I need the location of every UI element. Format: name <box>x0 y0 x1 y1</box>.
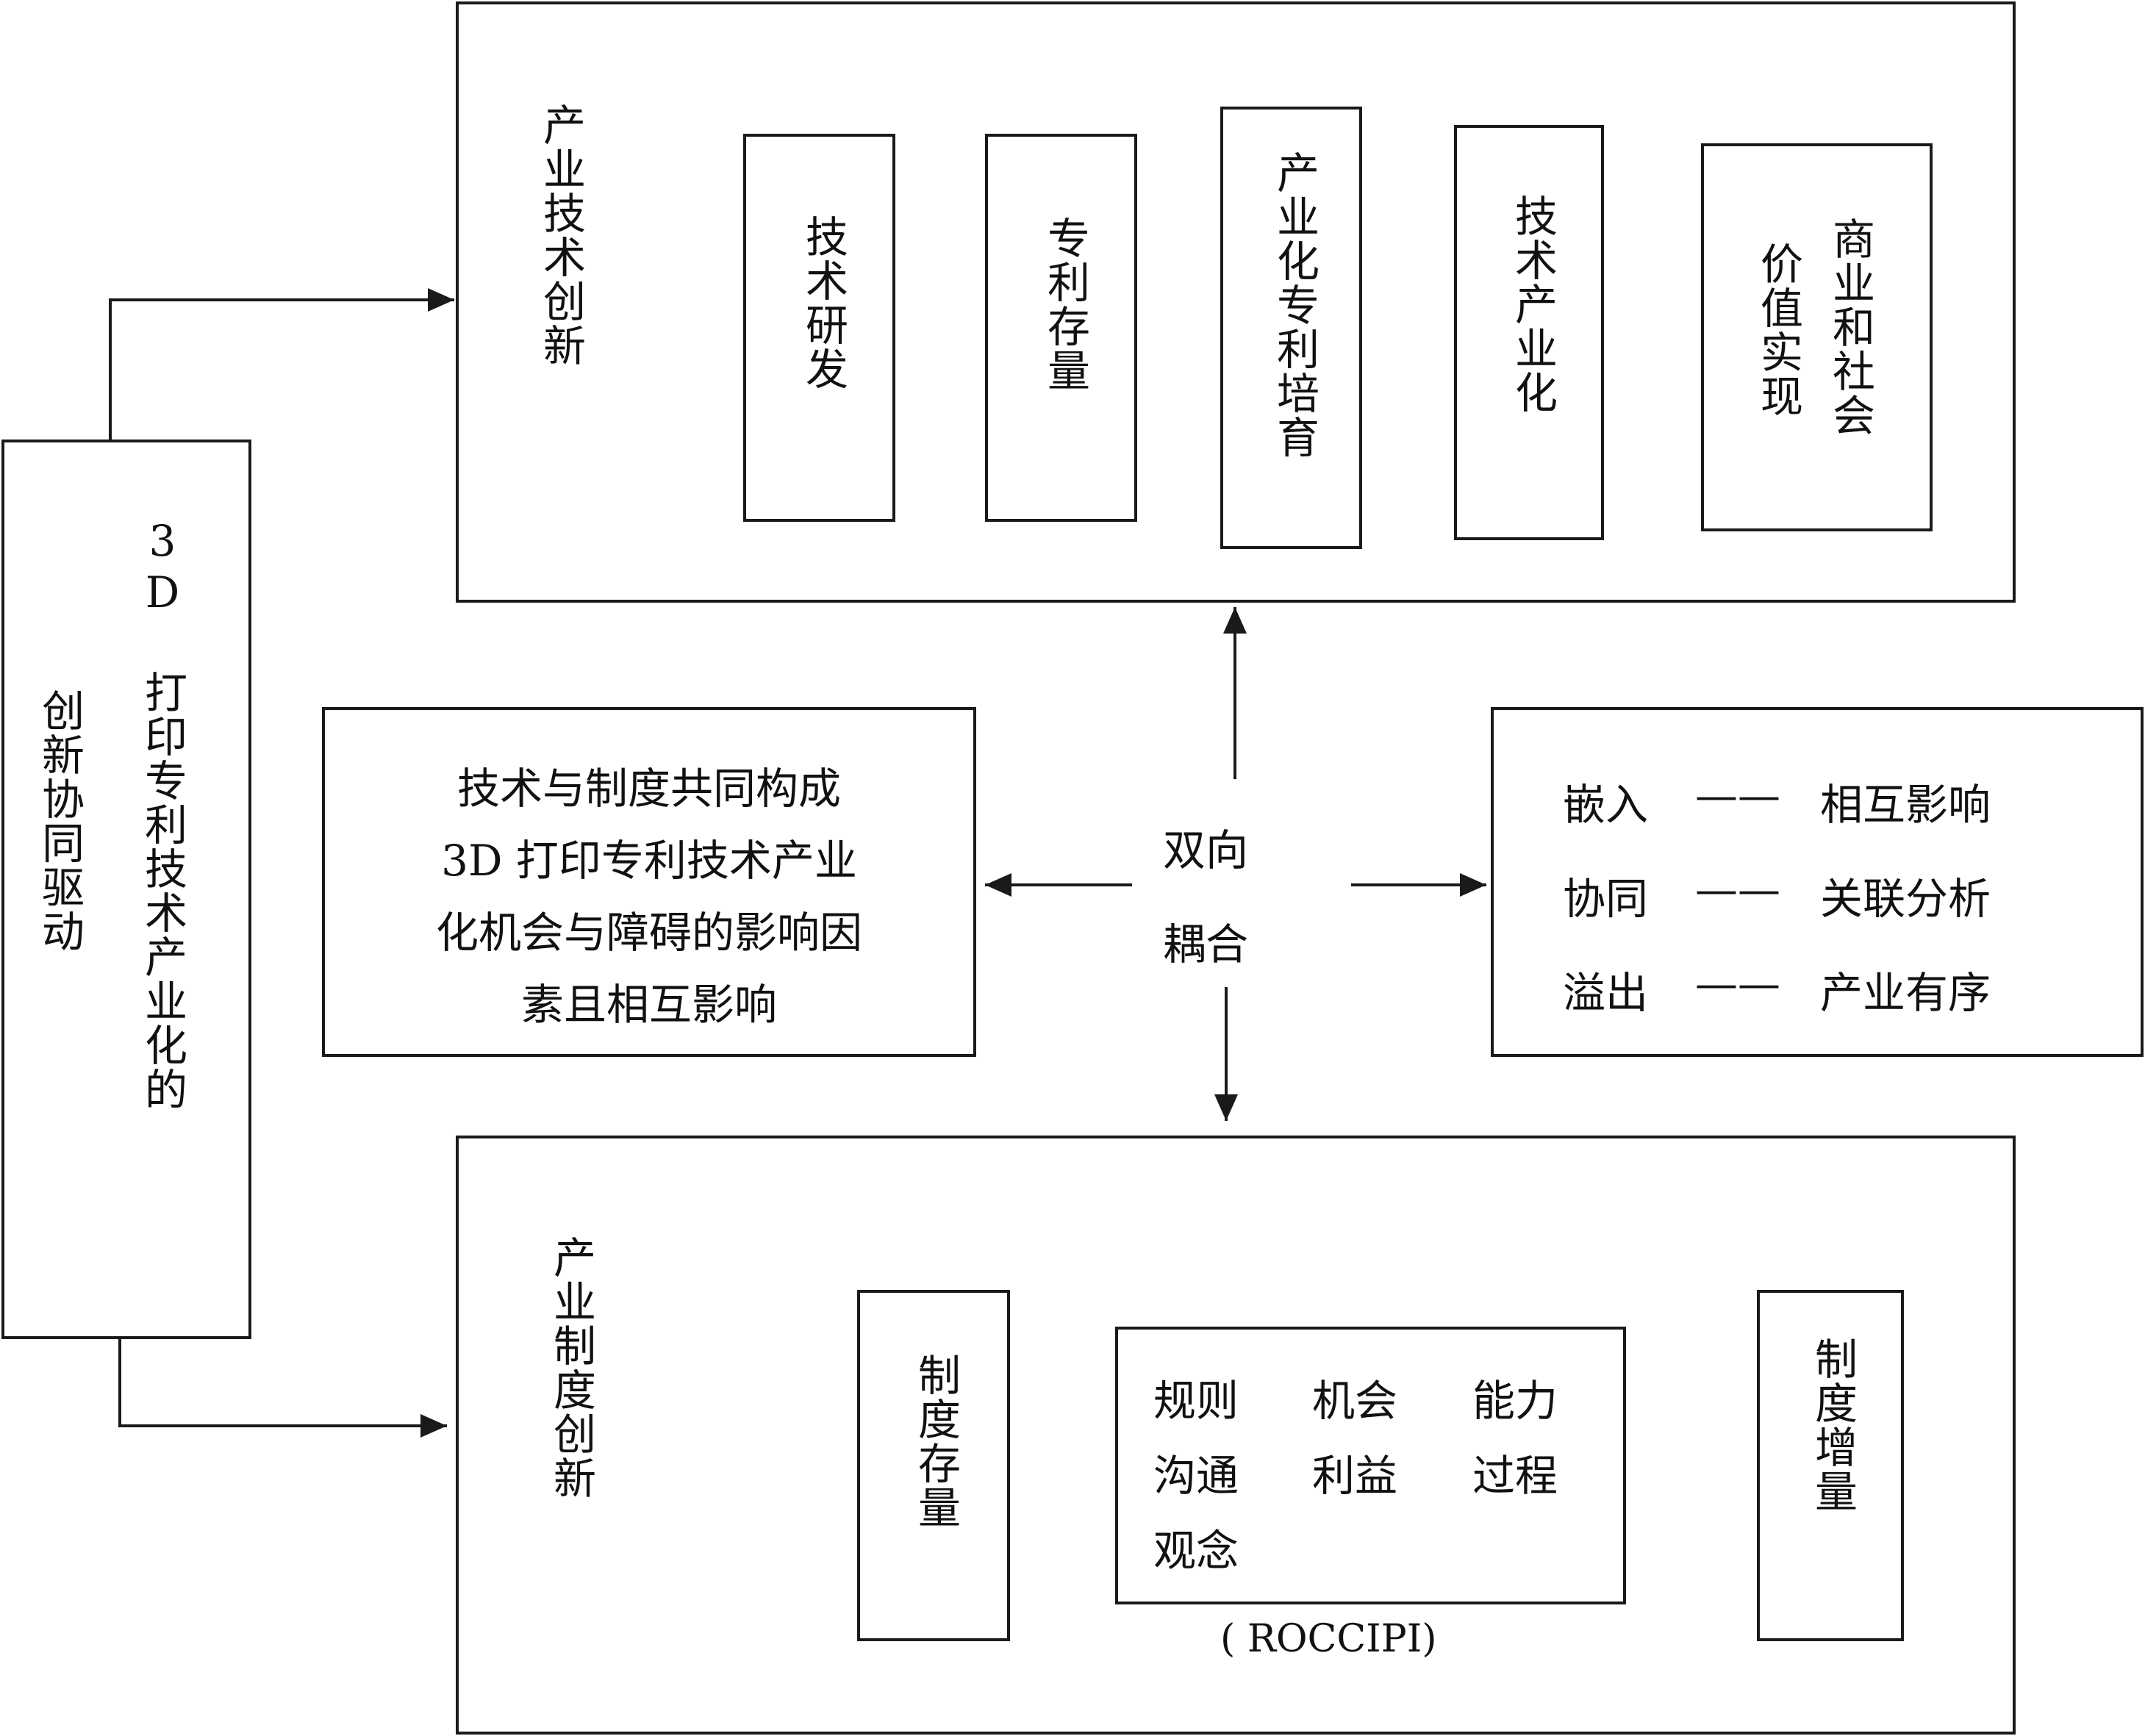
influence-line-1: 技术与制度共同构成 <box>456 764 841 814</box>
factor-item: 观念 <box>1153 1526 1239 1576</box>
roccipi-caption: ( ROCCIPI) <box>1220 1617 1437 1661</box>
step-rd-label: 技术研发 <box>798 215 848 391</box>
driver-to-institution-arrow <box>118 1339 447 1438</box>
driver-box: 3D 打印专利技术产业化的 创新协同驱动 <box>1 440 251 1339</box>
institution-stock: 制度存量 <box>857 1290 1010 1641</box>
factor-item: 沟通 <box>1153 1451 1239 1501</box>
value-label-col1: 商业和社会 <box>1825 217 1875 437</box>
factor-item: 利益 <box>1312 1451 1398 1501</box>
factor-row: 观念 <box>1153 1516 1239 1578</box>
institution-section-title: 产业制度创新 <box>546 1235 596 1500</box>
step-patent-cultivation: 产业化专利培育 <box>1220 107 1362 549</box>
factor-item: 能力 <box>1472 1376 1558 1426</box>
value-label-col2: 价值实现 <box>1753 242 1803 418</box>
driver-to-tech-arrow <box>109 288 454 440</box>
step-rd: 技术研发 <box>743 134 895 522</box>
relation-dash: —— <box>1695 864 1780 914</box>
relation-row: 溢出 —— 产业有序 <box>1563 958 1991 1020</box>
driver-label-sub: 创新协同驱动 <box>35 689 85 953</box>
driver-label-main: 3D 打印专利技术产业化的 <box>137 516 187 1111</box>
relation-row: 嵌入 —— 相互影响 <box>1563 770 1991 832</box>
factor-item: 机会 <box>1312 1376 1398 1426</box>
factor-item: 过程 <box>1472 1451 1558 1501</box>
step-patent-stock-label: 专利存量 <box>1040 216 1090 392</box>
influence-line-3: 化机会与障碍的影响因 <box>435 908 862 958</box>
roccipi-factors-box: 规则 机会 能力 沟通 利益 过程 观念 <box>1115 1327 1626 1604</box>
institution-increment-label: 制度增量 <box>1808 1337 1858 1513</box>
relation-dash: —— <box>1695 770 1780 820</box>
step-industrialization: 技术产业化 <box>1454 125 1604 540</box>
factor-row: 规则 机会 能力 <box>1153 1366 1558 1428</box>
step-industrialization-label: 技术产业化 <box>1508 194 1558 415</box>
factor-row: 沟通 利益 过程 <box>1153 1441 1558 1503</box>
relation-term: 协同 <box>1563 874 1649 924</box>
influence-box: 技术与制度共同构成 3D 打印专利技术产业 化机会与障碍的影响因 素且相互影响 <box>322 707 976 1057</box>
relation-dash: —— <box>1695 958 1780 1008</box>
influence-text: 技术与制度共同构成 3D 打印专利技术产业 化机会与障碍的影响因 素且相互影响 <box>325 753 973 1041</box>
institution-stock-label: 制度存量 <box>911 1353 961 1529</box>
relation-term: 溢出 <box>1563 968 1649 1018</box>
relations-box: 嵌入 —— 相互影响 协同 —— 关联分析 溢出 —— 产业有序 <box>1491 707 2144 1057</box>
step-patent-cultivation-label: 产业化专利培育 <box>1270 151 1319 459</box>
coupling-label-line2: 耦合 <box>1163 919 1249 969</box>
tech-section-title: 产业技术创新 <box>536 103 586 367</box>
step-patent-stock: 专利存量 <box>985 134 1137 522</box>
relation-result: 关联分析 <box>1820 874 1991 924</box>
relation-term: 嵌入 <box>1563 780 1649 830</box>
relation-row: 协同 —— 关联分析 <box>1563 864 1991 926</box>
relation-result: 产业有序 <box>1820 968 1991 1018</box>
factor-item: 规则 <box>1153 1376 1239 1426</box>
institution-increment: 制度增量 <box>1757 1290 1904 1641</box>
relation-result: 相互影响 <box>1820 780 1991 830</box>
influence-line-4: 素且相互影响 <box>520 980 777 1030</box>
influence-line-2: 3D 打印专利技术产业 <box>441 836 857 886</box>
step-value-realization: 商业和社会 价值实现 <box>1701 143 1933 531</box>
coupling-label-line1: 双向 <box>1163 825 1249 875</box>
